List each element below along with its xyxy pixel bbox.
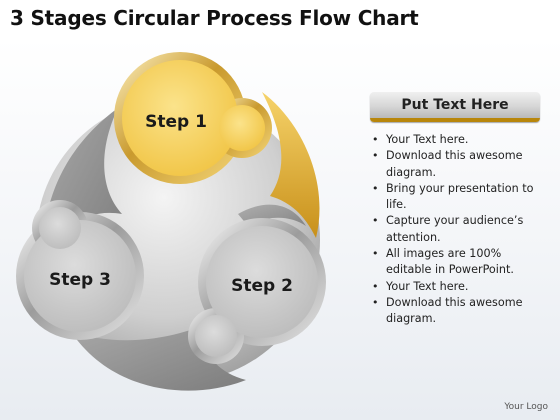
bullet-item: •Bring your presentation to life. [372, 181, 534, 212]
step-3-node [16, 200, 144, 340]
step-1-label: Step 1 [145, 112, 207, 132]
panel-heading: Put Text Here [401, 97, 509, 113]
bullet-item: •Your Text here. [372, 279, 469, 293]
bullet-list: •Your Text here. •Download this awesome … [370, 132, 540, 328]
bullet-item: •Download this awesome diagram. [372, 295, 523, 326]
step-3-label: Step 3 [49, 270, 111, 290]
bullet-item: •Capture your audience’s attention. [372, 214, 524, 244]
bullet-item: •Download this awesome diagram. [372, 149, 523, 179]
logo-text: Your Logo [504, 402, 548, 412]
bullet-item: •All images are 100% editable in PowerPo… [372, 247, 514, 277]
panel-heading-banner: Put Text Here [370, 92, 540, 122]
step-2-node [188, 218, 326, 364]
slide-title: 3 Stages Circular Process Flow Chart [10, 6, 419, 30]
step-1-node [114, 52, 272, 184]
gold-swirl-arm [262, 92, 320, 238]
bullet-item: •Your Text here. [372, 133, 469, 146]
step-2-label: Step 2 [231, 276, 293, 296]
